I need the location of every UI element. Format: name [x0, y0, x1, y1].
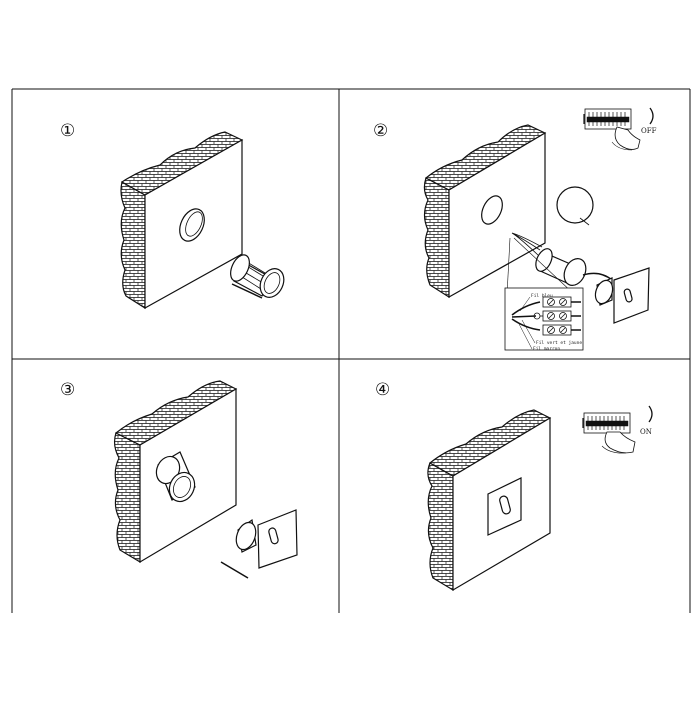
step-1-illustration — [120, 131, 285, 310]
wall-brick-top — [424, 124, 547, 191]
switch-state-on-label: ON — [640, 428, 652, 436]
breaker-switch-off — [583, 107, 654, 151]
tool-line — [231, 283, 263, 299]
mounting-sleeve — [535, 248, 587, 286]
wall-brick-side — [423, 177, 450, 299]
light-fixture — [235, 509, 298, 569]
step-4-illustration — [427, 405, 653, 592]
step-3-illustration — [113, 380, 298, 579]
mounting-sleeve-installed — [155, 451, 196, 503]
wire-label-green-yellow: Fil vert et jaune — [536, 340, 582, 346]
wall-brick-side — [113, 432, 141, 564]
cover-disc — [556, 186, 594, 224]
wall-brick-top — [428, 409, 552, 477]
wall-brick-side — [120, 181, 146, 310]
switch-state-off-label: OFF — [641, 127, 657, 135]
step-3-number: ③ — [60, 380, 76, 400]
wiring-detail-box — [504, 287, 584, 351]
installed-light-fixture — [487, 477, 522, 536]
tool-line — [220, 561, 249, 579]
wall-brick-top — [120, 131, 244, 196]
step-1-number: ① — [60, 121, 76, 141]
wires — [511, 232, 543, 256]
wall-brick-top — [114, 380, 238, 446]
wire-label-blue: Fil bleu — [531, 293, 553, 299]
step-4-number: ④ — [375, 380, 391, 400]
breaker-switch-on — [582, 405, 653, 454]
wire-label-brown: Fil marron — [533, 346, 560, 352]
wall-brick-side — [427, 462, 454, 592]
light-fixture — [594, 267, 650, 324]
step-2-number: ② — [373, 121, 389, 141]
mounting-sleeve — [230, 254, 285, 298]
wall-hole — [481, 195, 503, 225]
panel-frame — [11, 88, 691, 613]
terminal-block — [533, 296, 572, 336]
step-2-illustration — [423, 107, 654, 351]
